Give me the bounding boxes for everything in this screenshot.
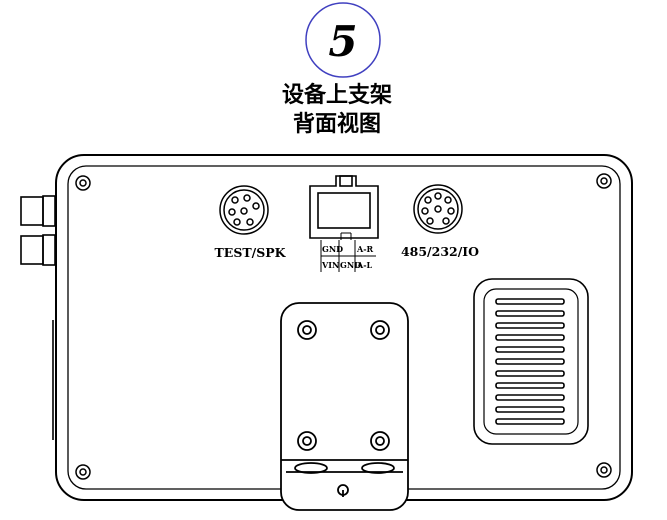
pin-a-l: A-L [356,260,373,270]
rs485-connector [413,184,463,234]
pinout-table [320,232,376,272]
title-line-2: 背面视图 [293,111,381,137]
corner-screws [75,173,612,480]
side-antenna-connectors [20,195,56,440]
pin-a-r: A-R [356,244,374,254]
diagram-number: 5 [328,17,357,66]
rs485-label: 485/232/IO [401,244,479,259]
test-spk-label: TEST/SPK [214,245,286,260]
speaker-grille [473,278,589,445]
power-connector [309,175,379,239]
test-spk-connector [219,185,269,235]
title-line-1: 设备上支架 [282,82,392,108]
pin-gnd-bottom: GND [340,260,361,270]
number-circle [305,2,381,78]
pin-vin: VIN [321,260,339,270]
pin-gnd-top: GND [322,244,343,254]
mounting-bracket [280,302,409,511]
